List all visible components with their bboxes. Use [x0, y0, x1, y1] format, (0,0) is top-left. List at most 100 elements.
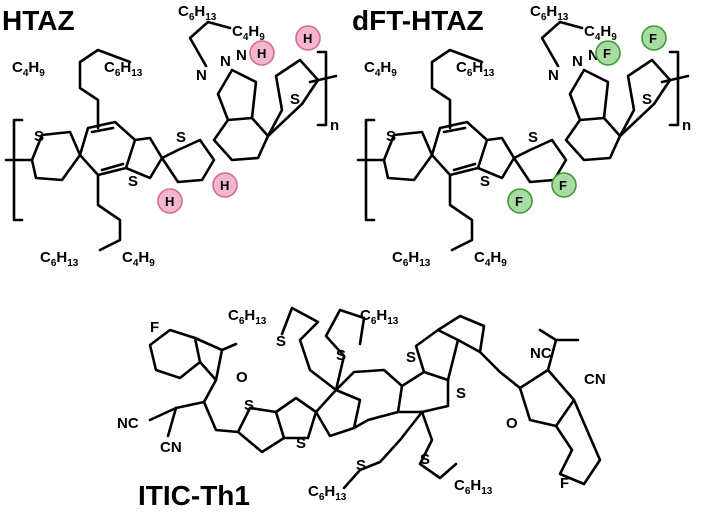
dft-htaz-label: dFT-HTAZ: [352, 5, 484, 36]
itic-top-c6h13-1: C6H13: [228, 307, 267, 327]
itic-bottom-thienyl-1: [342, 410, 424, 490]
svg-text:C4H9: C4H9: [364, 59, 397, 79]
dft-bottom-c6h13-label: C6H13: [392, 249, 431, 269]
itic-right-o: O: [506, 415, 518, 432]
dft-f-1: F: [603, 46, 611, 61]
dft-n-chain: [540, 20, 584, 68]
htaz-bdt-benzene-double: [90, 126, 115, 134]
svg-text:C4H9: C4H9: [12, 59, 45, 79]
dft-bottom-c4h9-label: C4H9: [474, 249, 507, 269]
svg-text:C6H13: C6H13: [104, 59, 143, 79]
itic-s-4: S: [456, 385, 466, 402]
htaz-n2: N: [220, 53, 231, 70]
htaz-bdt-s1: S: [34, 128, 44, 145]
htaz-bottom-chain: [96, 173, 122, 252]
dft-n-chain-c6h13-label: C6H13: [530, 3, 569, 23]
svg-text:C6H13: C6H13: [360, 307, 399, 327]
itic-left-carbonyl: [220, 342, 238, 352]
svg-text:C6H13: C6H13: [308, 483, 347, 503]
dft-end-thiophene: [618, 58, 672, 138]
htaz-bdt-right-thiophene: [124, 136, 164, 180]
dft-bdt-s1: S: [386, 128, 396, 145]
htaz-bdt-s2: S: [128, 173, 138, 190]
htaz-h-4: H: [220, 178, 229, 193]
itic-left-pentagon: [193, 336, 224, 382]
dft-end-s: S: [642, 91, 652, 108]
htaz-bottom-c4h9-label: C4H9: [122, 249, 155, 269]
svg-text:C6H13: C6H13: [456, 59, 495, 79]
itic-left-f: F: [150, 319, 159, 336]
itic-left-o: O: [236, 369, 248, 386]
itic-bottom-c6h13-1: C6H13: [308, 483, 347, 503]
dft-repeat-n: n: [682, 117, 691, 134]
htaz-top-c6h13-label: C6H13: [104, 59, 143, 79]
dft-left-bracket: [364, 118, 376, 222]
dft-n-chain-c4h9-label: C4H9: [584, 23, 617, 43]
htaz-h-circle-1: [249, 40, 275, 66]
dft-mid-thiophene: [512, 138, 568, 184]
htaz-btz-benzene: [212, 116, 270, 162]
itic-core-right-pentagon: [396, 370, 450, 414]
htaz-h-1: H: [257, 46, 266, 61]
dft-triazole: [568, 68, 610, 122]
itic-core-left-pentagon: [314, 388, 362, 438]
itic-s-6: S: [336, 347, 346, 364]
dft-n1: N: [548, 67, 559, 84]
dft-top-c4h9-label: C4H9: [364, 59, 397, 79]
htaz-n-chain-c4h9-label: C4H9: [232, 23, 265, 43]
htaz-top-chain: [78, 48, 132, 130]
htaz-h-circle-4: [212, 172, 238, 198]
svg-text:C6H13: C6H13: [454, 477, 493, 497]
dft-bdt-benzene-double2: [452, 162, 477, 172]
itic-s-7: S: [356, 457, 366, 474]
htaz-left-bracket: [12, 118, 24, 222]
dft-n3: N: [588, 47, 599, 64]
htaz-top-c4h9-label: C4H9: [12, 59, 45, 79]
itic-right-cn: CN: [584, 371, 606, 388]
dft-bdt-benzene-double: [442, 126, 467, 134]
svg-text:C6H13: C6H13: [228, 307, 267, 327]
dft-htaz-structure: dFT-HTAZ n S S C4H9 C6H13 C6H13 C4H9 S N: [352, 3, 691, 269]
itic-right-dicyano: [538, 328, 580, 342]
dft-f-circle-1: [595, 40, 621, 66]
dft-f-3: F: [515, 194, 523, 209]
dft-bottom-chain: [448, 173, 474, 252]
itic-right-benzene: [554, 398, 602, 486]
htaz-n3: N: [236, 47, 247, 64]
itic-left-vinyl: [174, 378, 218, 410]
htaz-end-thiophene: [266, 58, 320, 138]
htaz-h-circle-2: [295, 25, 321, 51]
dft-top-chain: [430, 48, 484, 130]
dft-f-circle-2: [641, 25, 667, 51]
svg-text:C6H13: C6H13: [392, 249, 431, 269]
itic-top-thienyl-2: [324, 308, 366, 392]
htaz-bdt-benzene-double2: [100, 162, 125, 172]
itic-s-1: S: [244, 397, 254, 414]
itic-th1-label: ITIC-Th1: [138, 480, 250, 511]
itic-right-pentagon: [518, 368, 576, 428]
htaz-n-chain: [188, 20, 232, 68]
dft-bdt-s2: S: [480, 173, 490, 190]
svg-text:C6H13: C6H13: [178, 3, 217, 23]
itic-left-cn: CN: [160, 439, 182, 456]
itic-s-8: S: [420, 451, 430, 468]
itic-bottom-thienyl-2: [418, 410, 458, 480]
svg-text:C4H9: C4H9: [232, 23, 265, 43]
itic-bottom-c6h13-2: C6H13: [454, 477, 493, 497]
htaz-end-bond-right: [308, 74, 338, 84]
dft-btz-benzene: [564, 116, 622, 162]
htaz-h-3: H: [165, 194, 174, 209]
itic-core-benzene: [334, 368, 404, 430]
itic-s-5: S: [276, 333, 286, 350]
itic-left-benzene: [148, 328, 202, 380]
htaz-bottom-c6h13-label: C6H13: [40, 249, 79, 269]
itic-left-nc: NC: [117, 415, 139, 432]
itic-top-thienyl-1: [280, 306, 338, 392]
dft-right-bracket: [668, 50, 680, 127]
svg-text:C6H13: C6H13: [40, 249, 79, 269]
htaz-h-circle-3: [157, 188, 183, 214]
dft-f-2: F: [649, 31, 657, 46]
itic-s-3: S: [406, 349, 416, 366]
